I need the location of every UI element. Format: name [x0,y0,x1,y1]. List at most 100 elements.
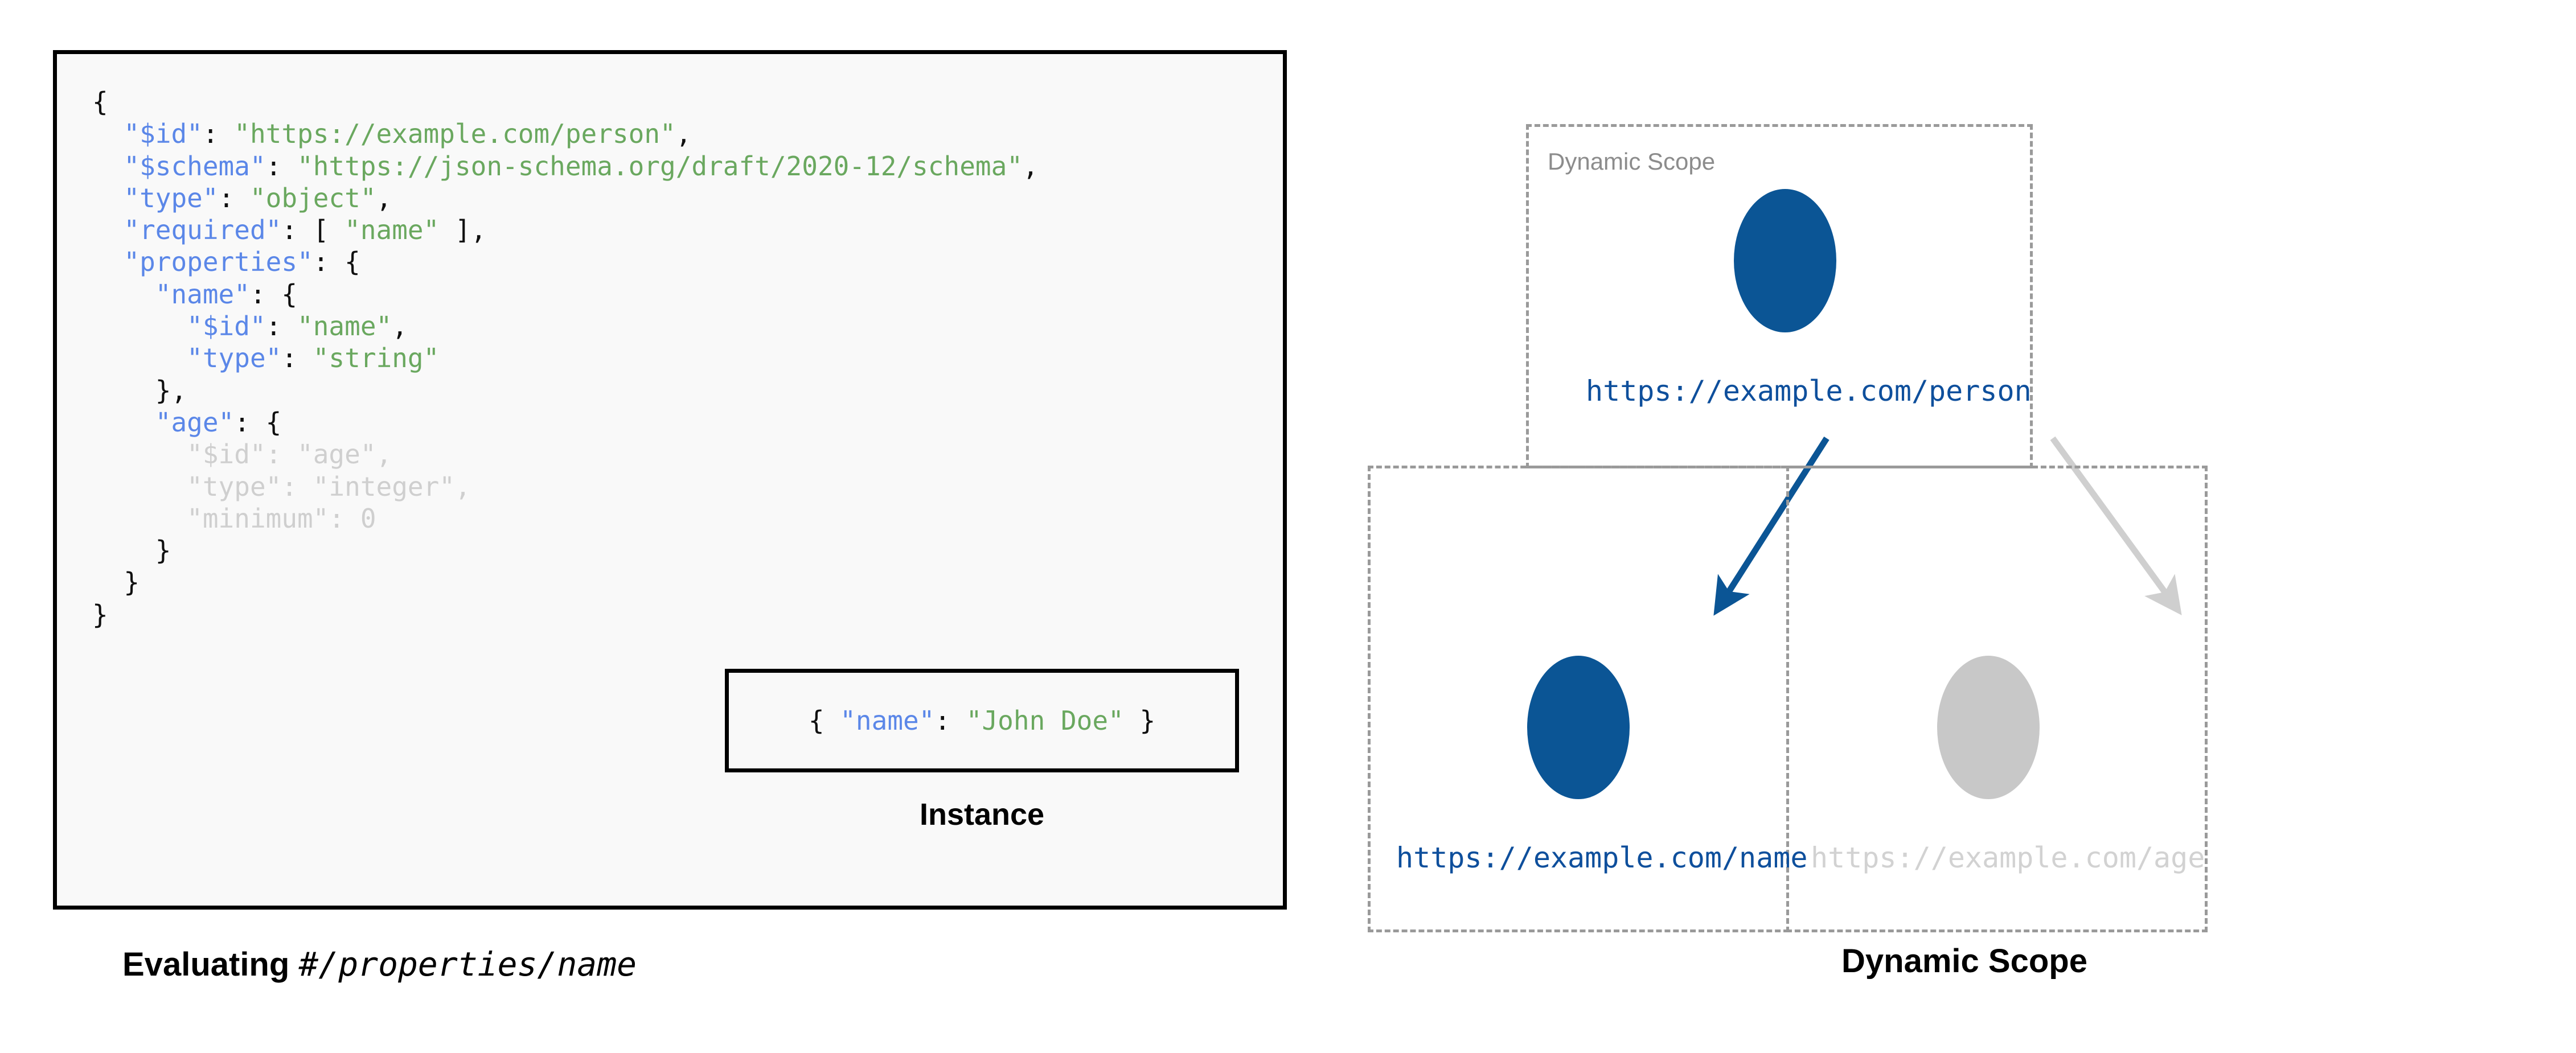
code-token: "age" [155,406,235,438]
code-token: "name" [344,215,440,246]
code-token: : [329,503,360,534]
node-label-age: https://example.com/age [1811,841,2205,874]
code-line: "properties": { [92,246,1039,278]
code-token: : [265,439,298,470]
code-line: "$id": "name", [92,310,1039,342]
code-line: "required": [ "name" ], [92,214,1039,246]
code-line: "$id": "https://example.com/person", [92,118,1039,150]
code-token: "age" [297,439,376,470]
scope-box-age [1786,466,2208,932]
code-indent [92,118,124,149]
code-token: : [281,343,313,374]
instance-token: "name" [840,705,935,736]
code-token: , [675,118,692,150]
node-circle-name [1527,656,1630,799]
left-figure-caption: Evaluating #/properties/name [122,945,637,984]
code-indent [92,471,187,502]
code-token: : { [249,278,298,310]
code-line: "age": { [92,406,1039,438]
instance-token: : [934,705,966,736]
code-token: }, [155,375,187,406]
schema-code-panel: { "$id": "https://example.com/person", "… [53,50,1287,910]
code-token: : [202,118,235,150]
code-token: "type" [124,182,219,213]
code-token: : { [234,406,282,438]
code-line: "type": "object", [92,182,1039,214]
code-token: "$id" [124,118,203,150]
node-label-person: https://example.com/person [1586,375,2032,408]
code-token: "minimum" [187,503,329,534]
node-circle-age [1937,656,2040,799]
code-token: 0 [360,503,376,534]
code-token: , [376,182,392,213]
code-token: "$id" [187,439,266,470]
code-line: } [92,534,1039,566]
left-caption-pointer: #/properties/name [298,945,637,984]
code-indent [92,311,187,342]
code-token: "https://example.com/person" [234,118,676,150]
code-token: "type" [187,343,282,374]
instance-caption: Instance [919,797,1045,832]
code-indent [92,535,155,566]
dynamic-scope-label: Dynamic Scope [1548,148,1716,175]
code-token: "https://json-schema.org/draft/2020-12/s… [297,150,1023,182]
code-token: ], [439,215,487,246]
code-line: "$schema": "https://json-schema.org/draf… [92,150,1039,182]
instance-token: } [1123,705,1156,736]
code-line: { [92,86,1039,118]
code-line: } [92,566,1039,598]
left-caption-bold: Evaluating [122,946,299,983]
code-token: } [155,535,171,566]
code-token: : [218,182,250,213]
code-indent [92,439,187,470]
code-token: "$id" [187,311,266,342]
instance-token: "John Doe" [966,705,1124,736]
code-indent [92,343,187,373]
code-token: "properties" [124,246,313,278]
code-line: } [92,599,1039,631]
code-token: : [265,150,298,182]
code-token: "object" [249,182,376,213]
code-indent [92,503,187,534]
code-token: , [1022,150,1039,182]
node-circle-person [1734,189,1836,332]
code-token: "name" [155,278,250,310]
code-token: "$schema" [124,150,266,182]
code-token: "name" [297,311,392,342]
code-token: } [92,599,108,630]
code-indent [92,407,155,438]
code-indent [92,567,124,598]
code-token: "integer" [313,471,455,502]
code-token: { [92,87,108,117]
code-line: "name": { [92,278,1039,310]
node-label-name: https://example.com/name [1396,841,1808,874]
code-token: "string" [313,343,440,374]
code-indent [92,215,124,245]
code-indent [92,183,124,213]
code-token: } [124,567,140,598]
code-line: "$id": "age", [92,438,1039,470]
code-token: : [281,471,313,502]
instance-token: { [808,705,840,736]
code-indent [92,151,124,182]
code-line: "type": "integer", [92,471,1039,503]
right-figure-caption: Dynamic Scope [1841,943,2087,980]
code-token: : { [313,246,360,278]
code-token: , [392,311,408,342]
code-token: "type" [187,471,282,502]
code-line: "type": "string" [92,342,1039,374]
code-token: : [265,311,298,342]
code-line: }, [92,375,1039,406]
code-token: : [ [281,215,345,246]
code-token: , [376,439,392,470]
code-token: "required" [124,215,282,246]
code-indent [92,279,155,310]
code-line: "minimum": 0 [92,503,1039,534]
code-indent [92,375,155,406]
schema-code-block: { "$id": "https://example.com/person", "… [92,86,1039,631]
instance-box: { "name": "John Doe" } [725,669,1239,772]
code-token: , [454,471,471,502]
dynamic-scope-diagram: Dynamic Scope https://example.com/person… [1355,85,2574,939]
instance-code: { "name": "John Doe" } [809,705,1155,736]
code-indent [92,246,124,277]
